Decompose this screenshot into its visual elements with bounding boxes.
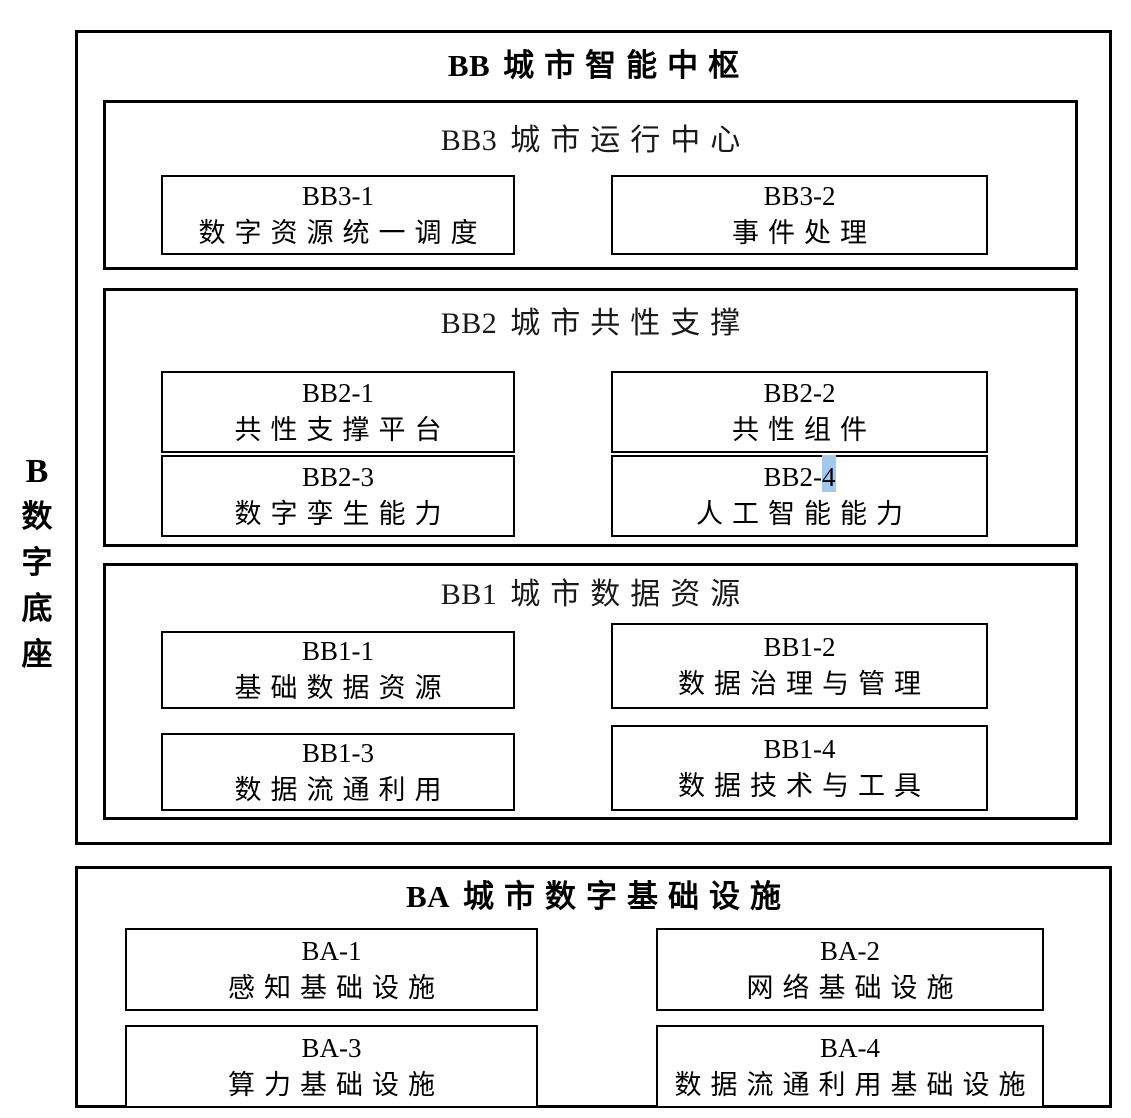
box-code: BA-2 (820, 935, 880, 966)
bb-group-title-text: 城市智能中枢 (503, 48, 750, 83)
bb3-subbox-grid: BB3-1 数字资源统一调度 BB3-2 事件处理 (161, 175, 988, 255)
box-code: BA-3 (301, 1032, 362, 1063)
box-label: 事件处理 (732, 218, 876, 248)
box-code: BA-1 (301, 935, 362, 966)
ba-group-title-code: BA (405, 879, 451, 914)
bb-group-title: BB 城市智能中枢 (78, 46, 1109, 86)
section-bb1-city-data-resources: BB1 城市数据资源 BB1-1 基础数据资源 BB1-2 数据治理与管理 BB1-3 数据… (103, 563, 1078, 820)
box-code: BB2-3 (301, 462, 374, 492)
bb1-section-title: BB1 城市数据资源 (106, 575, 1075, 615)
group-bb-city-intelligent-hub: BB 城市智能中枢 BB3 城市运行中心 BB3-1 数字资源统一调度 BB3-2 事件处… (75, 30, 1112, 845)
box-bb1-4: BB1-4 数据技术与工具 (611, 725, 988, 811)
side-label-char: 座 (21, 637, 53, 672)
box-label: 数字资源统一调度 (198, 218, 487, 248)
box-ba-1: BA-1 感知基础设施 (125, 928, 538, 1011)
ba-group-title: BA 城市数字基础设施 (78, 877, 1109, 917)
ba-group-title-text: 城市数字基础设施 (463, 879, 792, 914)
bb2-section-title-code: BB2 (440, 307, 498, 340)
text-selection-highlight: 4 (822, 462, 836, 492)
box-label: 网络基础设施 (746, 972, 963, 1003)
box-ba-3: BA-3 算力基础设施 (125, 1025, 538, 1108)
box-code: BB1-3 (301, 738, 374, 768)
ba-subbox-grid: BA-1 感知基础设施 BA-2 网络基础设施 BA-3 算力基础设施 BA-4 数据流通利用… (125, 928, 1044, 1108)
box-label: 数据技术与工具 (678, 771, 930, 801)
side-label-b-digital-base: B 数字底座 (12, 450, 62, 678)
box-code: BB2-4 (763, 462, 836, 492)
box-code: BB3-1 (301, 181, 374, 211)
box-label: 基础数据资源 (234, 673, 451, 703)
bb3-section-title-text: 城市运行中心 (510, 124, 751, 157)
box-label: 数据流通利用基础设施 (674, 1069, 1035, 1100)
box-bb1-3: BB1-3 数据流通利用 (161, 733, 515, 811)
box-label: 人工智能能力 (696, 499, 912, 529)
bb-group-title-code: BB (447, 48, 491, 83)
box-bb2-4: BB2-4 人工智能能力 (611, 455, 988, 537)
box-bb2-3: BB2-3 数字孪生能力 (161, 455, 515, 537)
bb1-section-title-code: BB1 (440, 578, 498, 611)
box-label: 共性支撑平台 (234, 415, 451, 445)
box-bb2-2: BB2-2 共性组件 (611, 371, 988, 453)
box-code: BB1-4 (763, 734, 836, 764)
bb1-section-title-text: 城市数据资源 (510, 578, 751, 611)
box-ba-4: BA-4 数据流通利用基础设施 (656, 1025, 1044, 1108)
box-label: 数字孪生能力 (234, 499, 451, 529)
box-code: BB1-1 (301, 636, 374, 666)
box-ba-2: BA-2 网络基础设施 (656, 928, 1044, 1011)
section-bb2-city-common-support: BB2 城市共性支撑 BB2-1 共性支撑平台 BB2-2 共性组件 BB2-3 数字孪生能… (103, 288, 1078, 547)
side-label-char: 字 (21, 545, 53, 580)
side-label-char: 数 (21, 499, 53, 534)
bb1-subbox-grid: BB1-1 基础数据资源 BB1-2 数据治理与管理 BB1-3 数据流通利用 BB1-4 数… (161, 623, 988, 811)
bb2-section-title-text: 城市共性支撑 (510, 307, 751, 340)
bb3-section-title: BB3 城市运行中心 (106, 121, 1075, 161)
box-label: 共性组件 (732, 415, 876, 445)
box-label: 数据治理与管理 (678, 669, 930, 699)
box-code: BA-4 (820, 1032, 880, 1063)
box-code: BB3-2 (763, 181, 836, 211)
box-bb2-1: BB2-1 共性支撑平台 (161, 371, 515, 453)
box-bb3-2: BB3-2 事件处理 (611, 175, 988, 255)
bb2-section-title: BB2 城市共性支撑 (106, 304, 1075, 344)
side-label-text: 数字底座 (12, 494, 62, 678)
section-bb3-city-operation-center: BB3 城市运行中心 BB3-1 数字资源统一调度 BB3-2 事件处理 (103, 100, 1078, 270)
box-bb1-2: BB1-2 数据治理与管理 (611, 623, 988, 709)
bb2-subbox-grid: BB2-1 共性支撑平台 BB2-2 共性组件 BB2-3 数字孪生能力 BB2-4 人工智能… (161, 371, 988, 537)
box-bb3-1: BB3-1 数字资源统一调度 (161, 175, 515, 255)
box-code: BB1-2 (763, 632, 836, 662)
group-ba-city-digital-infrastructure: BA 城市数字基础设施 BA-1 感知基础设施 BA-2 网络基础设施 BA-3 算力基础设… (75, 866, 1112, 1108)
box-label: 数据流通利用 (234, 775, 451, 805)
side-label-char: 底 (21, 591, 53, 626)
side-label-code: B (25, 453, 49, 490)
box-label: 感知基础设施 (228, 972, 444, 1003)
box-label: 算力基础设施 (228, 1069, 444, 1100)
box-code: BB2-2 (763, 378, 836, 408)
box-code: BB2-1 (301, 378, 374, 408)
box-bb1-1: BB1-1 基础数据资源 (161, 631, 515, 709)
bb3-section-title-code: BB3 (440, 124, 498, 157)
